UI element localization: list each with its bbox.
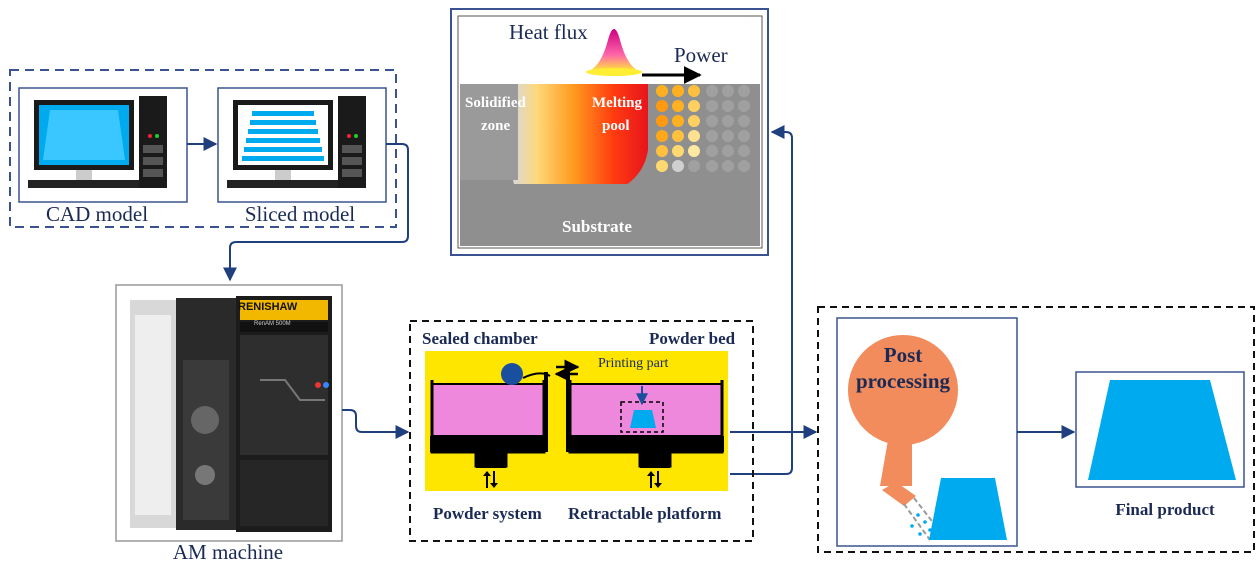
retractable-platform-label: Retractable platform bbox=[568, 504, 722, 523]
final-product-label: Final product bbox=[1115, 500, 1215, 519]
bed-to-meltpool-arrow bbox=[730, 125, 793, 475]
melting-pool-label-line2: pool bbox=[602, 118, 630, 134]
powder-bed-frame bbox=[409, 320, 754, 542]
printing-part-label: Printing part bbox=[598, 356, 669, 371]
powder-bed-label: Powder bed bbox=[649, 329, 736, 348]
machine-to-bed-arrow bbox=[342, 409, 410, 439]
sealed-chamber-label: Sealed chamber bbox=[422, 329, 538, 348]
post-stage-frame bbox=[817, 306, 1255, 553]
powder-particles bbox=[656, 85, 750, 172]
final-product-panel bbox=[1075, 371, 1245, 488]
final-product-shape bbox=[1088, 380, 1236, 480]
powder-bed-schematic bbox=[425, 351, 728, 491]
heat-flux-label: Heat flux bbox=[509, 20, 588, 44]
solidified-zone-label-line1: Solidified bbox=[465, 95, 526, 111]
sliced-model-label: Sliced model bbox=[244, 202, 356, 226]
machine-brand-label: RENISHAW bbox=[238, 301, 298, 313]
cad-model-label: CAD model bbox=[45, 202, 149, 226]
am-machine-label: AM machine bbox=[172, 540, 284, 564]
cad-computer-icon bbox=[18, 87, 188, 203]
machine-model-label: RenAM 500M bbox=[254, 321, 291, 327]
post-processing-circle bbox=[848, 335, 958, 445]
sliced-to-machine-arrow bbox=[223, 143, 409, 282]
melting-pool-label-line1: Melting bbox=[592, 95, 642, 111]
heat-flux-icon bbox=[585, 29, 643, 72]
sliced-computer-icon bbox=[217, 87, 387, 203]
power-label: Power bbox=[674, 43, 728, 67]
post-processing-panel bbox=[836, 317, 1018, 547]
substrate-label: Substrate bbox=[562, 217, 632, 236]
solidified-zone-label-line2: zone bbox=[481, 118, 511, 134]
up-down-arrows-icon bbox=[483, 471, 662, 488]
processed-part bbox=[929, 478, 1007, 540]
melt-region bbox=[513, 84, 648, 200]
am-machine-image bbox=[115, 284, 343, 542]
design-stage-frame bbox=[9, 69, 397, 228]
post-processing-label-line2: processing bbox=[855, 369, 951, 393]
powder-system-label: Powder system bbox=[433, 504, 542, 523]
post-processing-label-line1: Post bbox=[883, 343, 923, 367]
melt-pool-panel bbox=[450, 8, 769, 256]
